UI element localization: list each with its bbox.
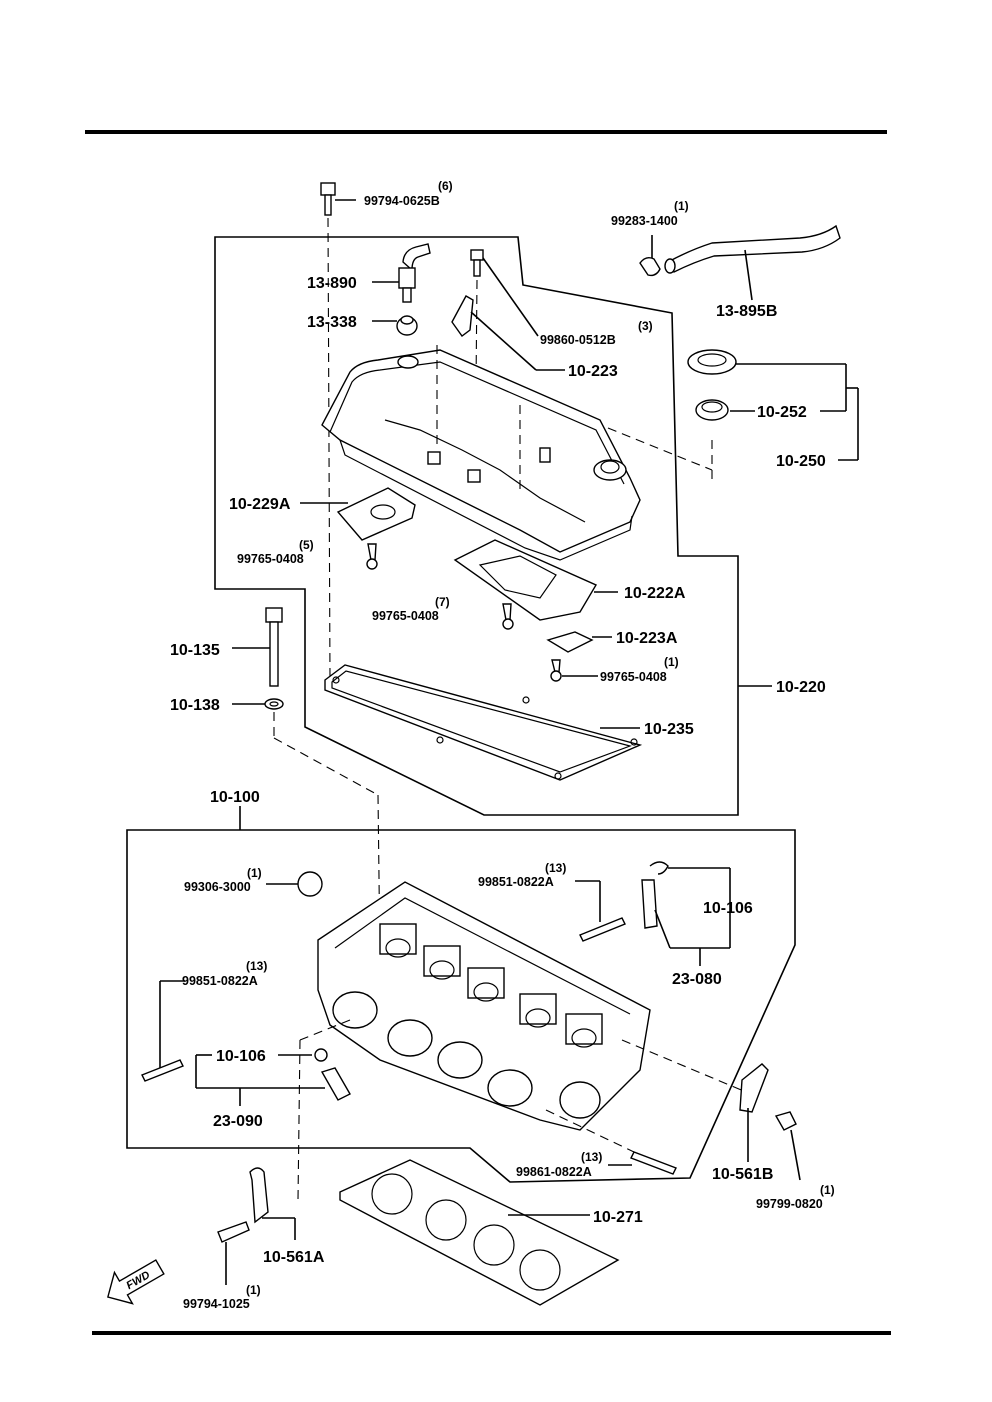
label-10-250: 10-250 xyxy=(776,453,826,470)
qty-99765-0408-c: (1) xyxy=(664,655,679,669)
qty-99799-0820: (1) xyxy=(820,1183,835,1197)
label-13-338: 13-338 xyxy=(307,314,357,331)
qty-99794-0625b: (6) xyxy=(438,179,453,193)
label-13-895b: 13-895B xyxy=(716,303,777,320)
plate-10-223a xyxy=(546,631,612,653)
label-10-223a: 10-223A xyxy=(616,630,678,647)
head-bolt xyxy=(232,607,283,687)
label-10-561a: 10-561A xyxy=(263,1249,325,1266)
engine-hanger-front xyxy=(249,1167,296,1240)
label-13-890: 13-890 xyxy=(307,275,357,292)
forward-arrow-icon: FWD xyxy=(107,1259,165,1305)
grommet xyxy=(372,315,418,336)
pn-99861-0822a: 99861-0822A xyxy=(516,1165,592,1179)
screw-99765-0408-c xyxy=(550,659,598,682)
bolt-99799-0820 xyxy=(774,1111,801,1181)
label-10-235: 10-235 xyxy=(644,721,694,738)
qty-99306-3000: (1) xyxy=(247,866,262,880)
label-10-561b: 10-561B xyxy=(712,1166,773,1183)
label-10-106-left: 10-106 xyxy=(216,1048,266,1065)
bolt-99794-0625b xyxy=(320,182,356,216)
oil-filler-cap xyxy=(687,349,737,421)
qty-99860-0512b: (3) xyxy=(638,319,653,333)
qty-99851-0822a-left: (13) xyxy=(246,959,267,973)
qty-99283-1400: (1) xyxy=(674,199,689,213)
stud-99851-0822a-left xyxy=(141,980,185,1082)
valve-seal-left xyxy=(195,1048,351,1106)
valve-seal-right xyxy=(641,861,731,966)
stud-99861-0822a xyxy=(608,1151,677,1175)
pn-99765-0408-b: 99765-0408 xyxy=(372,609,439,623)
label-10-222a: 10-222A xyxy=(624,585,686,602)
pn-99794-0625b: 99794-0625B xyxy=(364,194,440,208)
washer xyxy=(232,698,284,710)
stud-99851-0822a-right xyxy=(575,880,626,942)
screw-99765-0408-b xyxy=(502,603,514,630)
label-10-220: 10-220 xyxy=(776,679,826,696)
pcv-valve xyxy=(372,243,431,303)
label-23-080: 23-080 xyxy=(672,971,722,988)
label-10-271: 10-271 xyxy=(593,1209,643,1226)
qty-99851-0822a-right: (13) xyxy=(545,861,566,875)
expansion-plug xyxy=(266,871,323,897)
head-group-outline xyxy=(126,829,796,1183)
pn-99799-0820: 99799-0820 xyxy=(756,1197,823,1211)
qty-99794-1025: (1) xyxy=(246,1283,261,1297)
plate-10-229a xyxy=(300,487,416,541)
label-10-223: 10-223 xyxy=(568,363,618,380)
head-gasket xyxy=(339,1159,620,1306)
label-10-138: 10-138 xyxy=(170,697,220,714)
pn-99860-0512b: 99860-0512B xyxy=(540,333,616,347)
bolt-99794-1025 xyxy=(217,1221,250,1285)
cover-gasket xyxy=(324,664,643,781)
qty-99765-0408-b: (7) xyxy=(435,595,450,609)
pn-99306-3000: 99306-3000 xyxy=(184,880,251,894)
pn-99794-1025: 99794-1025 xyxy=(183,1297,250,1311)
label-10-135: 10-135 xyxy=(170,642,220,659)
label-10-106-top: 10-106 xyxy=(703,900,753,917)
pn-99851-0822a-left: 99851-0822A xyxy=(182,974,258,988)
cylinder-head-cover xyxy=(321,345,713,561)
qty-99861-0822a: (13) xyxy=(581,1150,602,1164)
screw-99765-0408-a xyxy=(366,543,378,570)
label-10-229a: 10-229A xyxy=(229,496,291,513)
pn-99851-0822a-right: 99851-0822A xyxy=(478,875,554,889)
plate-10-222a xyxy=(453,539,618,621)
bracket-10-223 xyxy=(451,295,565,371)
pn-99283-1400: 99283-1400 xyxy=(611,214,678,228)
label-23-090: 23-090 xyxy=(213,1113,263,1130)
bolt-99860-0512b xyxy=(470,249,539,337)
label-10-252: 10-252 xyxy=(757,404,807,421)
label-10-100: 10-100 xyxy=(210,789,260,806)
qty-99765-0408-a: (5) xyxy=(299,538,314,552)
pn-99765-0408-a: 99765-0408 xyxy=(237,552,304,566)
engine-hanger-rear xyxy=(739,1063,769,1162)
breather-hose xyxy=(639,224,841,277)
pn-99765-0408-c: 99765-0408 xyxy=(600,670,667,684)
cylinder-head xyxy=(297,881,747,1201)
